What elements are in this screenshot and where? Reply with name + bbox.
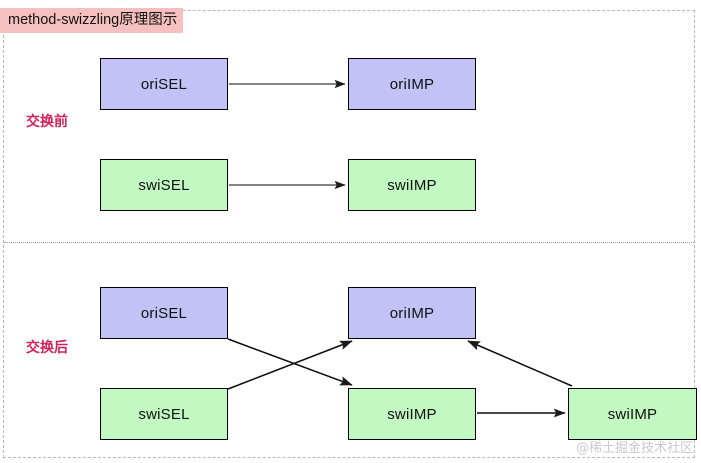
node-label: oriIMP [389,304,435,322]
node-after-swiimp: swiIMP [348,388,476,440]
node-before-orisel: oriSEL [100,58,228,110]
arrow-after-orisel-to-swiimp [227,338,353,386]
diagram-title: method-swizzling原理图示 [0,8,184,33]
node-after-swisel: swiSEL [100,388,228,440]
node-label: oriSEL [140,75,188,93]
node-label: swiIMP [387,176,437,194]
node-before-swiimp: swiIMP [348,159,476,211]
node-before-oriimp: oriIMP [348,58,476,110]
watermark: @稀土掘金技术社区 [575,441,693,456]
node-label: swiSEL [138,176,190,194]
section-divider [4,242,694,243]
node-label: oriIMP [389,75,435,93]
node-label: oriSEL [140,304,188,322]
node-label: swiIMP [387,405,437,423]
node-before-swisel: swiSEL [100,159,228,211]
node-label: swiSEL [138,405,190,423]
arrow-after-swiimp-copy-to-oriimp [467,340,573,387]
node-label: swiIMP [607,405,658,423]
node-after-oriimp: oriIMP [348,287,476,339]
section-label-after: 交换后 [26,339,68,355]
node-after-orisel: oriSEL [100,287,228,339]
arrow-after-swisel-to-oriimp [227,340,353,390]
section-label-before: 交换前 [26,113,68,129]
node-after-swiimp-copy: swiIMP [568,388,697,440]
